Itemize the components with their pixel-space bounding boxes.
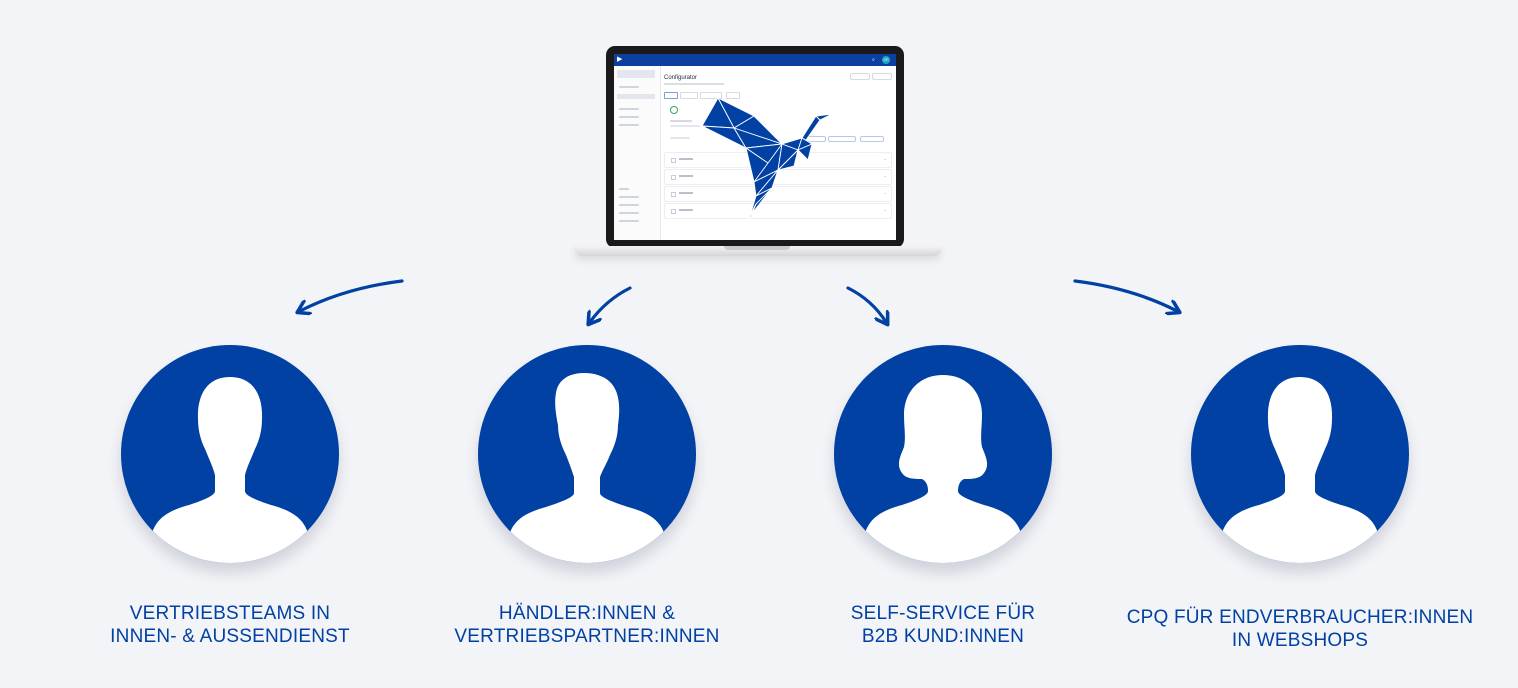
caption-dealers: HÄNDLER:INNEN & VERTRIEBSPARTNER:INNEN <box>397 602 777 648</box>
person-silhouette-icon <box>145 377 315 563</box>
caption-line: IN WEBSHOPS <box>1231 630 1369 651</box>
laptop-base <box>574 246 942 256</box>
caption-webshop-consumers: CPQ FÜR ENDVERBRAUCHER:INNEN IN WEBSHOPS <box>1110 606 1490 652</box>
app-subtitle <box>664 83 724 85</box>
app-topbar: ▶ ⌕ CP <box>614 54 896 66</box>
caption-line: HÄNDLER:INNEN & <box>498 603 676 624</box>
laptop-notch <box>724 246 790 250</box>
caption-line: VERTRIEBSTEAMS IN <box>129 603 331 624</box>
person-silhouette-icon <box>858 375 1028 563</box>
app-button <box>872 73 892 80</box>
avatar-dealers <box>478 345 696 563</box>
list-item: ⌄ <box>664 203 892 219</box>
caption-line: INNEN- & AUSSENDIENST <box>110 626 350 647</box>
laptop-icon: ▶ ⌕ CP Configur <box>574 44 942 264</box>
laptop-lid: ▶ ⌕ CP Configur <box>606 46 904 248</box>
app-button <box>850 73 870 80</box>
app-logo-icon: ▶ <box>617 56 623 63</box>
avatar-b2b-self-service <box>834 345 1052 563</box>
curved-arrow-icon <box>846 286 886 322</box>
caption-b2b-self-service: SELF-SERVICE FÜR B2B KUND:INNEN <box>753 602 1133 648</box>
user-avatar: CP <box>882 56 890 64</box>
person-silhouette-icon <box>502 373 672 563</box>
app-tab <box>664 92 678 99</box>
caption-sales-team: VERTRIEBSTEAMS IN INNEN- & AUSSENDIENST <box>40 602 420 648</box>
curved-arrow-icon <box>590 286 632 322</box>
app-sidebar <box>614 66 661 240</box>
avatar-sales-team <box>121 345 339 563</box>
person-silhouette-icon <box>1215 377 1385 563</box>
caption-line: VERTRIEBSPARTNER:INNEN <box>454 626 720 647</box>
caption-line: B2B KUND:INNEN <box>861 626 1025 647</box>
curved-arrow-icon <box>300 279 404 311</box>
avatar-webshop-consumers <box>1191 345 1409 563</box>
caption-line: CPQ FÜR ENDVERBRAUCHER:INNEN <box>1126 607 1474 628</box>
app-tab <box>700 92 722 99</box>
caption-line: SELF-SERVICE FÜR <box>850 603 1036 624</box>
search-icon: ⌕ <box>872 57 875 63</box>
curved-arrow-icon <box>1073 279 1177 311</box>
app-tab <box>726 92 740 99</box>
list-item: ⌄ <box>664 186 892 202</box>
origami-bird-icon <box>701 97 833 225</box>
status-circle <box>670 106 678 114</box>
app-tab <box>680 92 698 99</box>
app-title: Configurator <box>664 75 698 81</box>
